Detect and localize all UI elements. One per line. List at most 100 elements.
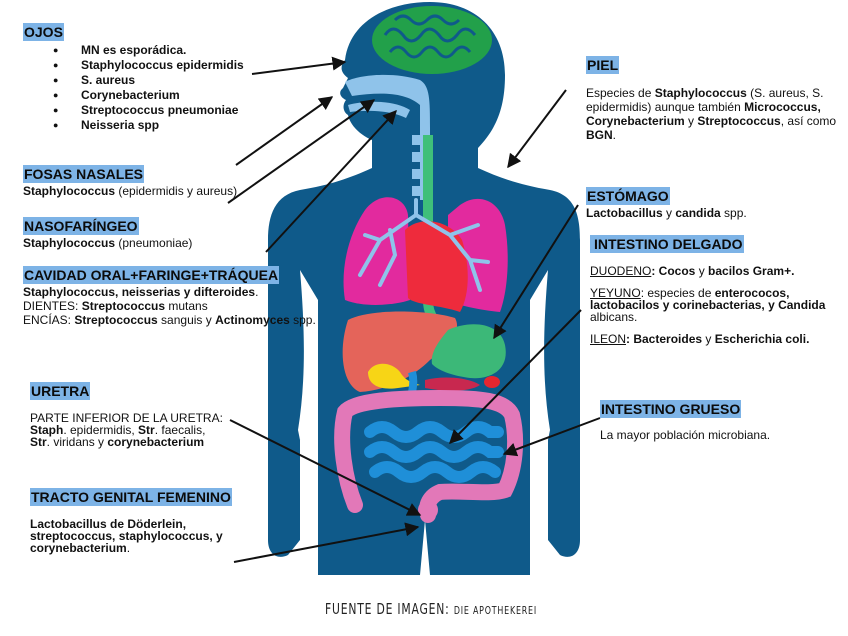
ojos-item: Corynebacterium — [53, 88, 244, 103]
uretra-coryne: corynebacterium — [107, 435, 205, 449]
arrow-piel — [507, 89, 567, 169]
yeyuno-t2: albicans. — [590, 310, 638, 324]
dientes-label: DIENTES: — [23, 299, 82, 313]
piel-t2: (S. aureus, S. epidermidis) aunque tambi… — [586, 86, 824, 114]
ojos-item: Staphylococcus epidermidis — [53, 58, 244, 73]
source-prefix: FUENTE DE IMAGEN: — [325, 600, 454, 618]
encias-end: spp. — [289, 313, 316, 327]
ojos-list: MN es esporádica. Staphylococcus epiderm… — [23, 43, 244, 133]
section-uretra: URETRA PARTE INFERIOR DE LA URETRA: Stap… — [30, 382, 223, 448]
encias-species: sanguis y — [157, 313, 216, 327]
yeyuno-t: : especies de — [640, 286, 715, 300]
encias-label: ENCÍAS: — [23, 313, 75, 327]
heart — [405, 221, 468, 312]
large-intestine — [334, 389, 524, 523]
cavidad-encias: ENCÍAS: Streptococcus sanguis y Actinomy… — [23, 313, 316, 327]
ojos-item: MN es esporádica. — [53, 43, 244, 58]
duodeno-b2: bacilos Gram+. — [708, 264, 795, 278]
piel-text: Especies de Staphylococcus (S. aureus, S… — [586, 86, 846, 142]
pointer-arrows — [227, 56, 601, 563]
yeyuno-label: YEYUNO — [590, 286, 641, 300]
small-intestine — [364, 421, 504, 483]
section-cavidad-oral: CAVIDAD ORAL+FARINGE+TRÁQUEA Staphylococ… — [23, 266, 316, 327]
yeyuno-b: enterococos, lactobacilos y corinebacter… — [590, 286, 826, 312]
uretra-epidermidis: . epidermidis, — [63, 423, 139, 437]
estomago-title: ESTÓMAGO — [586, 187, 670, 205]
uretra-staph: Staph — [30, 423, 64, 437]
section-intestino-grueso: INTESTINO GRUESO La mayor población micr… — [600, 400, 770, 442]
arrow-fosas — [235, 96, 334, 166]
uretra-faecalis: . faecalis, — [154, 423, 206, 437]
bronchi — [358, 198, 490, 292]
genital-line3: corynebacterium. — [30, 542, 232, 554]
uretra-line1: PARTE INFERIOR DE LA URETRA: — [30, 411, 223, 425]
section-fosas-nasales: FOSAS NASALES Staphylococcus (epidermidi… — [23, 165, 237, 198]
ojos-item: Streptococcus pneumoniae — [53, 103, 244, 118]
piel-b1: Staphylococcus — [654, 86, 747, 100]
estomago-text: Lactobacillus y candida spp. — [586, 206, 747, 220]
genital-end: . — [126, 541, 131, 555]
piel-t4: , así como — [780, 114, 837, 128]
duodeno: DUODENO: Cocos y bacilos Gram+. — [590, 265, 845, 277]
uretra-viridans: . viridans — [46, 435, 99, 449]
brain — [372, 6, 492, 74]
estomago-t1: y — [662, 206, 676, 220]
piel-t3: y — [684, 114, 698, 128]
spleen — [484, 376, 500, 388]
piel-b2: Micrococcus, Corynebacterium — [586, 100, 821, 128]
grueso-title: INTESTINO GRUESO — [600, 400, 742, 418]
fosas-species: (epidermidis y aureus) — [115, 184, 238, 198]
gallbladder — [368, 363, 420, 389]
section-piel: PIEL Especies de Staphylococcus (S. aure… — [586, 56, 846, 142]
ojos-title: OJOS — [23, 23, 64, 41]
cavidad-line1-end: . — [255, 285, 259, 299]
fosas-genus: Staphylococcus — [23, 184, 116, 198]
arm-gaps — [298, 270, 550, 440]
section-estomago: ESTÓMAGO Lactobacillus y candida spp. — [586, 187, 747, 220]
section-intestino-delgado: INTESTINO DELGADO DUODENO: Cocos y bacil… — [590, 235, 845, 345]
cavidad-line1: Staphylococcus, neisserias y difteroides — [23, 285, 256, 299]
encias-genus2: Actinomyces — [215, 313, 290, 327]
uretra-line2: Staph. epidermidis, Str. faecalis, — [30, 424, 223, 436]
piel-t5: . — [612, 128, 617, 142]
naso-title: NASOFARÍNGEO — [23, 217, 139, 235]
delgado-title: INTESTINO DELGADO — [590, 235, 744, 253]
grueso-text: La mayor población microbiana. — [600, 428, 771, 442]
genital-line1: Lactobacillus de Döderlein, — [30, 517, 187, 531]
pancreas — [425, 377, 480, 391]
arrow-naso — [227, 99, 376, 204]
section-tracto-genital: TRACTO GENITAL FEMENINO Lactobacillus de… — [30, 488, 232, 554]
ojos-item: S. aureus — [53, 73, 244, 88]
arrow-genital — [233, 522, 420, 563]
duodeno-t: y — [695, 264, 709, 278]
duodeno-b: : Cocos — [651, 264, 696, 278]
yeyuno: YEYUNO: especies de enterococos, lactoba… — [590, 287, 845, 323]
estomago-b1: Lactobacillus — [586, 206, 663, 220]
arrow-estomago — [493, 204, 579, 340]
ileon-t: y — [702, 332, 715, 346]
fosas-title: FOSAS NASALES — [23, 165, 145, 183]
piel-b4: BGN — [586, 128, 613, 142]
cavidad-dientes: DIENTES: Streptococcus mutans — [23, 299, 316, 313]
uretra-line3: Str. viridans y corynebacterium — [30, 436, 223, 448]
arrow-ojos — [251, 56, 347, 75]
uretra-title: URETRA — [30, 382, 91, 400]
arrow-uretra — [229, 419, 422, 516]
piel-b3: Streptococcus — [697, 114, 781, 128]
image-source-caption: FUENTE DE IMAGEN: Die Apothekerei — [325, 600, 537, 618]
ileon-b: : Bacteroides — [626, 332, 703, 346]
source-name: Die Apothekerei — [453, 604, 537, 617]
piel-title: PIEL — [586, 56, 620, 74]
dientes-genus: Streptococcus — [81, 299, 166, 313]
stomach — [431, 324, 506, 379]
dientes-species: mutans — [165, 299, 208, 313]
trachea — [412, 135, 420, 196]
uretra-y: y — [98, 435, 108, 449]
section-nasofaringeo: NASOFARÍNGEO Staphylococcus (pneumoniae) — [23, 217, 192, 250]
arrow-cavidad — [265, 109, 397, 253]
uretra-str: Str — [138, 423, 155, 437]
genital-coryne: corynebacterium — [30, 541, 127, 555]
encias-genus: Streptococcus — [74, 313, 158, 327]
ileon-b2: Escherichia coli. — [714, 332, 810, 346]
